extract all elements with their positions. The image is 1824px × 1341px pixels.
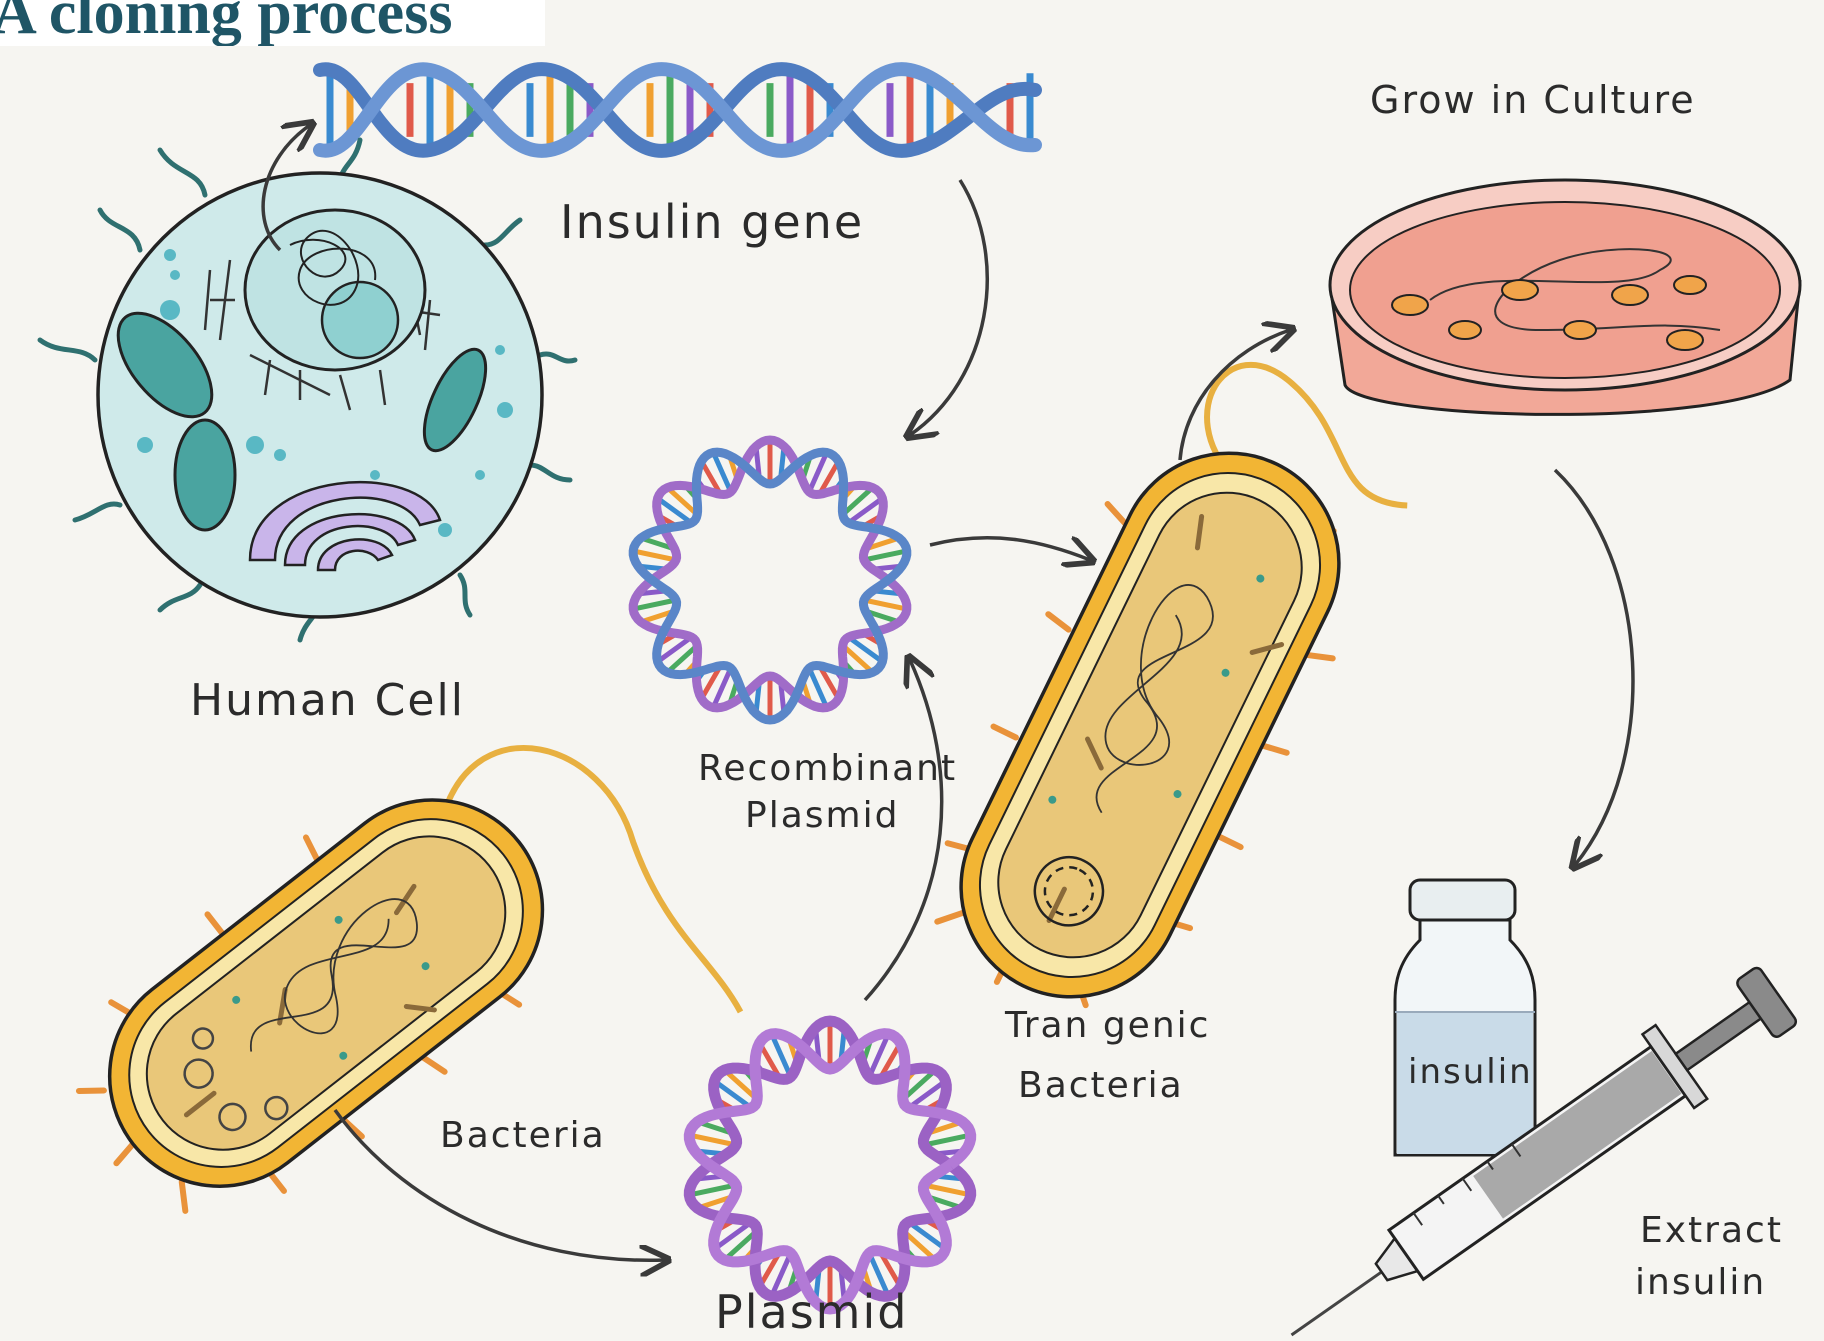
bacteria-label: Bacteria (440, 1115, 606, 1156)
petri-dish-icon (1330, 180, 1800, 414)
plasmid-icon (689, 1021, 970, 1309)
plasmid-label: Plasmid (715, 1285, 908, 1339)
insulin-vial-icon (1395, 880, 1535, 1155)
recombinant-plasmid-label-line1: Recombinant (698, 748, 957, 789)
arrow-gene-to-recombinant (910, 180, 987, 435)
extract-insulin-label-line1: Extract (1640, 1210, 1783, 1251)
grow-in-culture-label: Grow in Culture (1370, 78, 1696, 122)
recombinant-plasmid-base-pair (864, 551, 907, 560)
recombinant-plasmid-icon (633, 440, 907, 720)
extract-insulin-label-line2: insulin (1635, 1262, 1766, 1303)
insulin-gene-label: Insulin gene (560, 195, 864, 249)
recombinant-plasmid-label-line2: Plasmid (745, 795, 899, 836)
transgenic-bacteria-label-line1: Tran genic (1005, 1005, 1210, 1046)
recombinant-plasmid-base-pair (864, 600, 907, 609)
human-cell-icon (40, 140, 575, 640)
arrow-transgenic-to-culture (1180, 330, 1290, 460)
arrow-recombinant-to-transgenic (930, 538, 1090, 560)
bacteria-icon (30, 674, 764, 1341)
arrow-culture-to-vial (1555, 470, 1633, 865)
human-cell-label: Human Cell (190, 675, 465, 726)
dna-helix-icon (320, 69, 1035, 151)
recombinant-plasmid-base-pair (633, 551, 676, 560)
transgenic-bacteria-icon (894, 329, 1435, 1052)
transgenic-bacteria-label-line2: Bacteria (1018, 1065, 1184, 1106)
vial-insulin-label: insulin (1408, 1052, 1533, 1092)
recombinant-plasmid-base-pair (633, 600, 676, 609)
